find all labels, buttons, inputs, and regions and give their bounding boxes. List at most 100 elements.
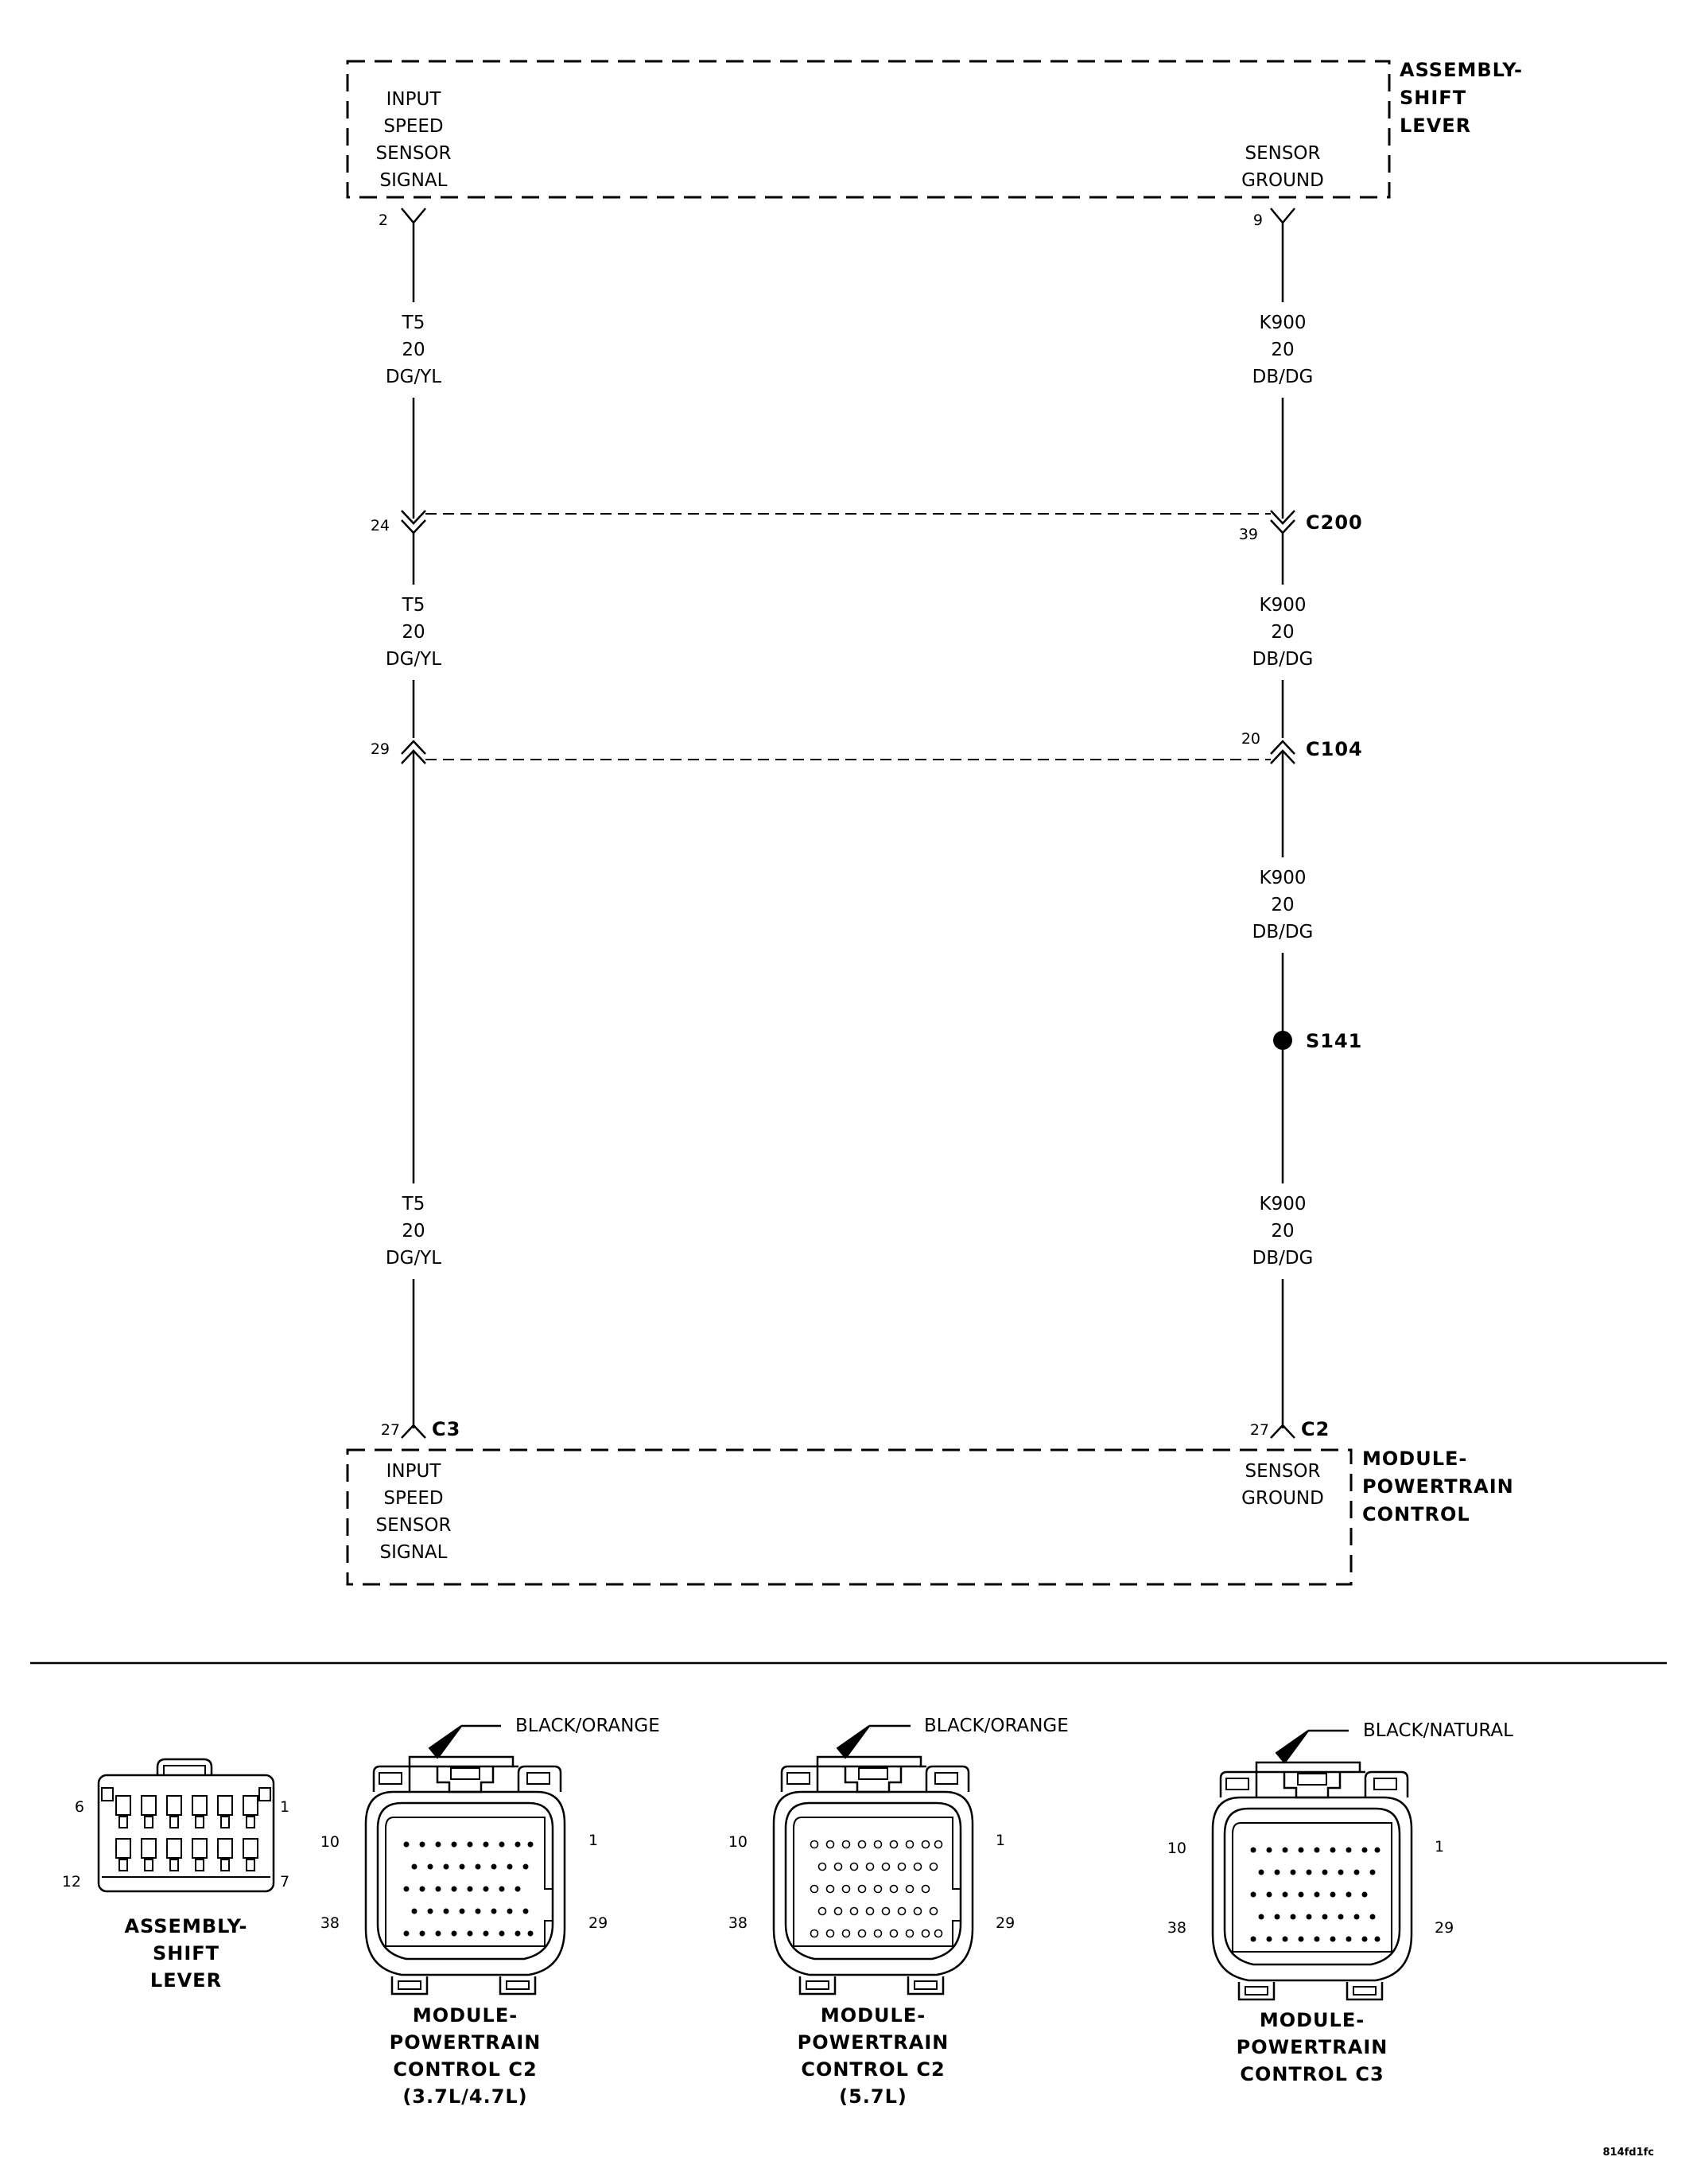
c3-caption-1: MODULE- (1260, 2009, 1365, 2031)
c3-caption-3: CONTROL C3 (1240, 2063, 1384, 2085)
shift-lever-name-1: ASSEMBLY- (1400, 59, 1523, 81)
pin-c104-left: 29 (371, 740, 390, 758)
c104-label: C104 (1306, 738, 1363, 760)
c2-57-pin-tr: 1 (996, 1832, 1005, 1849)
c2-57-caption-4: (5.7L) (839, 2085, 907, 2108)
top-left-label-4: SIGNAL (380, 170, 448, 191)
top-left-terminal (401, 208, 426, 224)
right-wire-3-circuit: K900 (1260, 868, 1307, 888)
sl-pin-tr: 1 (280, 1798, 289, 1816)
pcm-c2-37-connector-view (364, 1755, 566, 1996)
left-wire-3-circuit: T5 (402, 1194, 425, 1214)
right-wire-4-color: DB/DG (1252, 1248, 1314, 1269)
right-wire-4-gauge: 20 (1271, 1221, 1294, 1242)
c2-label: C2 (1301, 1418, 1330, 1440)
bottom-right-label-1: SENSOR (1245, 1461, 1320, 1482)
pcm-name-1: MODULE- (1362, 1448, 1467, 1470)
shift-lever-name-3: LEVER (1400, 115, 1471, 137)
c3-terminal (401, 1424, 426, 1439)
pcm-c3-connector-view (1211, 1761, 1413, 2001)
pcm-name-3: CONTROL (1362, 1503, 1470, 1525)
c2-57-caption-3: CONTROL C2 (801, 2058, 945, 2081)
c2-37-caption-2: POWERTRAIN (390, 2031, 542, 2054)
pin-c200-left: 24 (371, 517, 390, 534)
top-left-label-3: SENSOR (375, 143, 451, 164)
figure-id: 814fd1fc (1602, 2147, 1654, 2159)
splice-label: S141 (1306, 1030, 1362, 1052)
c2-57-color: BLACK/ORANGE (924, 1716, 1069, 1736)
c2-terminal (1270, 1424, 1295, 1439)
c2-57-pin-br: 29 (996, 1914, 1015, 1932)
left-wire-3-gauge: 20 (402, 1221, 425, 1242)
top-right-label-2: GROUND (1241, 170, 1324, 191)
top-left-label-1: INPUT (386, 89, 442, 110)
c2-57-caption-1: MODULE- (821, 2004, 926, 2027)
right-wire-4-circuit: K900 (1260, 1194, 1307, 1214)
right-wire-1-circuit: K900 (1260, 313, 1307, 333)
right-wire-1-gauge: 20 (1271, 340, 1294, 360)
c2-37-pin-br: 29 (588, 1914, 608, 1932)
left-wire-2-color: DG/YL (386, 649, 441, 670)
c2-37-caption-4: (3.7L/4.7L) (402, 2085, 527, 2108)
pin-bottom-left: 27 (381, 1421, 400, 1439)
c2-37-color: BLACK/ORANGE (515, 1716, 660, 1736)
top-right-terminal (1270, 208, 1295, 224)
right-wire-2-circuit: K900 (1260, 595, 1307, 616)
c2-37-arrow (428, 1725, 462, 1759)
sl-pin-tl: 6 (75, 1798, 84, 1816)
sl-caption-3: LEVER (150, 1969, 222, 1992)
shift-lever-connector-view (97, 1758, 275, 1893)
top-right-label-1: SENSOR (1245, 143, 1320, 164)
c2-37-pin-bl: 38 (320, 1914, 340, 1932)
c3-pin-tl: 10 (1167, 1840, 1186, 1857)
c2-37-pin-tl: 10 (320, 1833, 340, 1851)
c2-37-pin-tr: 1 (588, 1832, 598, 1849)
shift-lever-name-2: SHIFT (1400, 87, 1466, 109)
top-left-label-2: SPEED (383, 116, 443, 137)
left-wire-1-circuit: T5 (402, 313, 425, 333)
pin-c200-right: 39 (1239, 526, 1258, 543)
c200-label: C200 (1306, 511, 1363, 534)
pin-top-left: 2 (379, 212, 388, 229)
pin-top-right: 9 (1253, 212, 1263, 229)
c3-arrow (1275, 1730, 1309, 1764)
bottom-right-label-2: GROUND (1241, 1488, 1324, 1509)
right-wire-2-color: DB/DG (1252, 649, 1314, 670)
pcm-name-2: POWERTRAIN (1362, 1475, 1514, 1498)
c2-57-arrow (836, 1725, 870, 1759)
c3-label: C3 (432, 1418, 460, 1440)
left-wire-1-color: DG/YL (386, 367, 441, 387)
left-wire-2-gauge: 20 (402, 622, 425, 643)
c3-caption-2: POWERTRAIN (1237, 2036, 1388, 2058)
left-wire-3-color: DG/YL (386, 1248, 441, 1269)
c2-37-caption-1: MODULE- (413, 2004, 518, 2027)
pin-c104-right: 20 (1241, 730, 1260, 748)
c2-57-pin-bl: 38 (728, 1914, 748, 1932)
right-wire-3-color: DB/DG (1252, 922, 1314, 942)
bottom-left-label-3: SENSOR (375, 1515, 451, 1536)
c2-57-caption-2: POWERTRAIN (798, 2031, 949, 2054)
sl-caption-1: ASSEMBLY- (124, 1915, 247, 1937)
splice-s141 (1273, 1031, 1292, 1050)
shift-lever-box (346, 60, 1391, 199)
left-wire-2-circuit: T5 (402, 595, 425, 616)
bottom-left-label-1: INPUT (386, 1461, 442, 1482)
pcm-c2-57-connector-view (772, 1755, 974, 1996)
sl-caption-2: SHIFT (153, 1942, 219, 1964)
c3-pin-tr: 1 (1435, 1838, 1444, 1856)
right-wire-3-gauge: 20 (1271, 895, 1294, 915)
bottom-left-label-2: SPEED (383, 1488, 443, 1509)
sl-pin-bl: 12 (62, 1873, 81, 1891)
c2-57-pin-tl: 10 (728, 1833, 748, 1851)
c3-pin-bl: 38 (1167, 1919, 1186, 1937)
c3-pin-br: 29 (1435, 1919, 1454, 1937)
pin-bottom-right: 27 (1250, 1421, 1269, 1439)
bottom-left-label-4: SIGNAL (380, 1542, 448, 1563)
left-wire-1-gauge: 20 (402, 340, 425, 360)
c2-37-caption-3: CONTROL C2 (393, 2058, 537, 2081)
right-wire-2-gauge: 20 (1271, 622, 1294, 643)
pcm-box (346, 1448, 1353, 1586)
c3-color: BLACK/NATURAL (1363, 1720, 1513, 1741)
right-wire-1-color: DB/DG (1252, 367, 1314, 387)
